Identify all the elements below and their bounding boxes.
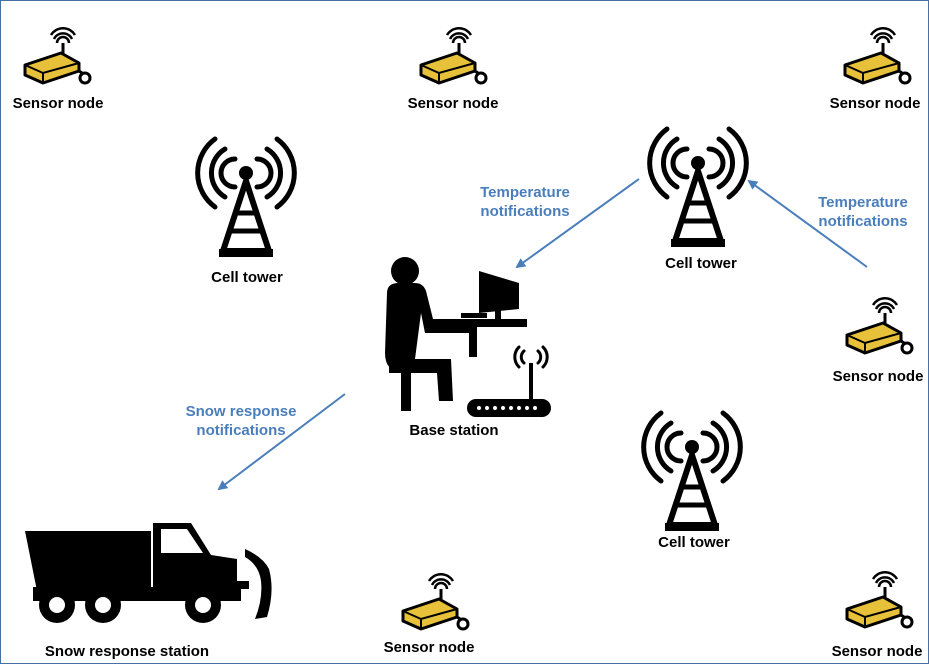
cell-tower-label: Cell tower <box>665 255 737 272</box>
sensor-camera-icon <box>845 296 914 355</box>
arrow-base-to-snow <box>217 393 346 491</box>
arrow-sensor-to-tower <box>747 179 868 268</box>
sensor-node-label: Sensor node <box>407 95 499 112</box>
sensor-camera-icon <box>845 570 914 629</box>
sensor-node-label: Sensor node <box>12 95 104 112</box>
sensor-camera-icon <box>843 26 912 85</box>
arrow-tower-to-base <box>515 178 640 269</box>
cell-tower-icon <box>195 136 297 257</box>
temperature-notifications-note-right: Temperature notifications <box>818 193 908 231</box>
base-station-label: Base station <box>409 422 499 439</box>
sensor-node-label: Sensor node <box>383 639 475 656</box>
note-line: notifications <box>818 213 908 230</box>
temperature-notifications-note-left: Temperature notifications <box>480 183 570 221</box>
note-line: Temperature <box>480 184 570 201</box>
note-line: Snow response <box>185 403 297 420</box>
cell-tower-icon <box>647 126 749 247</box>
sensor-node-label: Sensor node <box>829 95 921 112</box>
sensor-camera-icon <box>419 26 488 85</box>
sensor-node-label: Sensor node <box>831 643 923 660</box>
snow-response-notifications-note: Snow response notifications <box>186 402 297 440</box>
note-line: Temperature <box>818 194 908 211</box>
sensor-camera-icon <box>23 26 92 85</box>
cell-tower-label: Cell tower <box>658 534 730 551</box>
cell-tower-label: Cell tower <box>211 269 283 286</box>
person-computer-router-icon <box>385 257 551 417</box>
snowplow-truck-icon <box>25 523 272 623</box>
sensor-camera-icon <box>401 572 470 631</box>
cell-tower-icon <box>641 410 743 531</box>
note-line: notifications <box>196 422 286 439</box>
sensor-node-label: Sensor node <box>832 368 924 385</box>
snow-response-station-label: Snow response station <box>44 643 210 660</box>
note-line: notifications <box>480 203 570 220</box>
